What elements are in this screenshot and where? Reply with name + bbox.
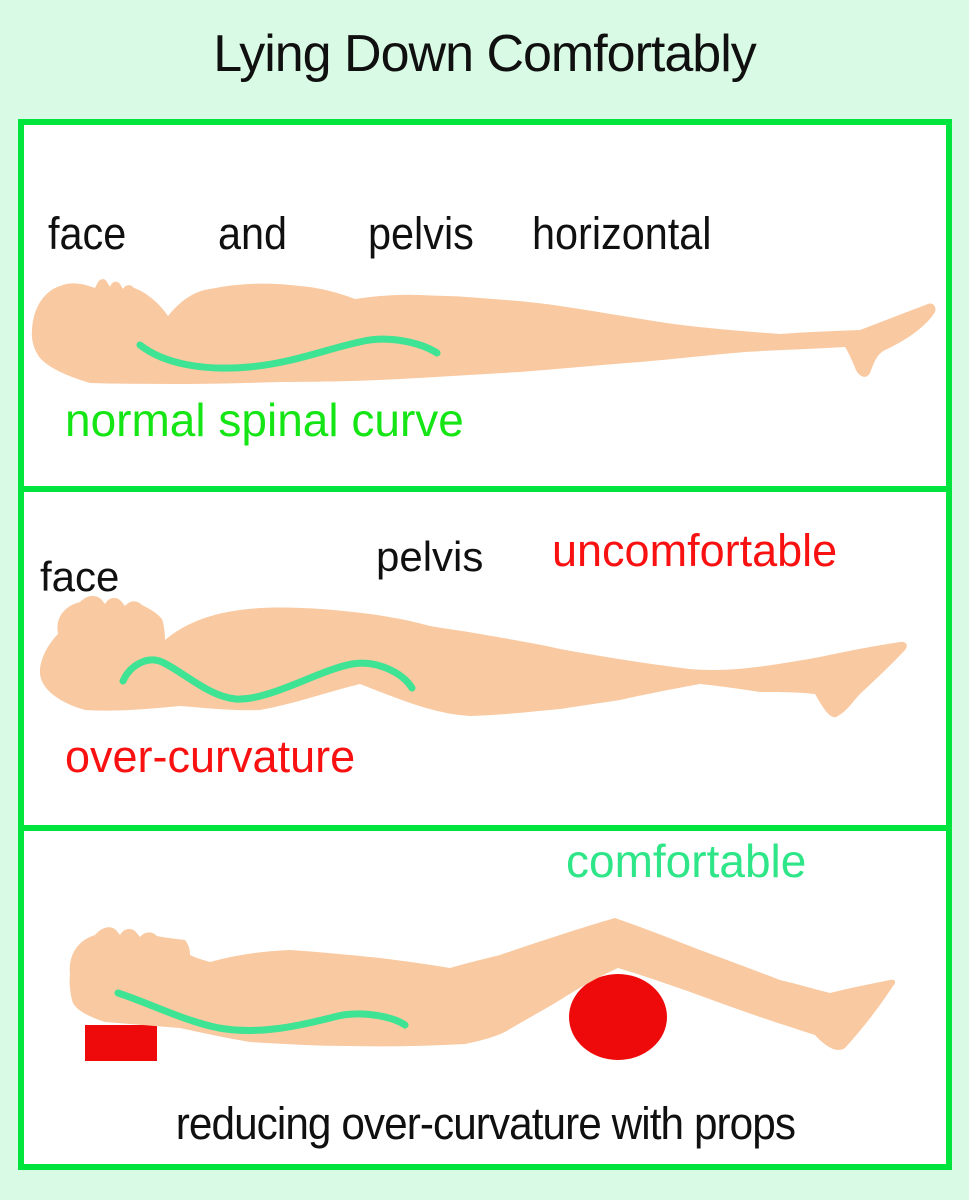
status-uncomfortable: uncomfortable <box>552 525 838 576</box>
spinal-curve-line <box>114 989 409 1034</box>
panel-props: comfortable reducing over-curvature with… <box>18 825 952 1170</box>
body-with-props-illustration <box>69 918 896 1061</box>
knee-bolster-prop <box>569 974 667 1060</box>
caption-over-curvature: over-curvature <box>65 731 356 782</box>
caption-normal-spinal-curve: normal spinal curve <box>65 394 464 446</box>
head-pillow-prop <box>85 1025 157 1061</box>
spinal-curve-line <box>119 656 416 703</box>
label-and: and <box>218 208 288 259</box>
body-arched-illustration <box>39 595 907 718</box>
body-silhouette <box>69 918 896 1050</box>
body-flat-illustration <box>31 279 936 384</box>
panel-normal-curve: face and pelvis horizontal normal spinal… <box>18 119 952 492</box>
label-pelvis-2: pelvis <box>376 533 484 580</box>
label-horizontal: horizontal <box>532 208 712 259</box>
label-face-1: face <box>48 208 127 259</box>
body-silhouette <box>31 279 936 384</box>
label-face-2: face <box>40 553 120 600</box>
spinal-curve-line <box>136 335 441 372</box>
body-silhouette <box>39 595 907 718</box>
panels-container: face and pelvis horizontal normal spinal… <box>18 119 952 1170</box>
panel-over-curvature: face pelvis uncomfortable over-curvature <box>18 486 952 831</box>
status-comfortable: comfortable <box>566 835 807 887</box>
label-pelvis-1: pelvis <box>368 208 474 259</box>
caption-reducing-overcurvature: reducing over-curvature with props <box>175 1098 795 1149</box>
page-title: Lying Down Comfortably <box>213 25 757 83</box>
